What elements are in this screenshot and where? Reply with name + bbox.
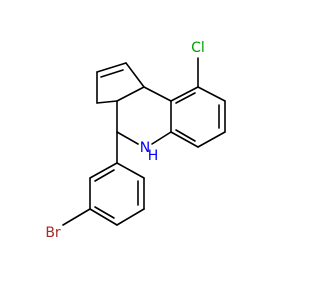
atom-label-nh-h: H xyxy=(148,148,159,164)
structure-diagram: Cl N H Br xyxy=(45,40,226,241)
bond-aromatic-inner-3 xyxy=(175,92,196,104)
atom-label-n: N xyxy=(140,140,150,156)
bond-cp-c3-c3a xyxy=(96,100,118,104)
bond-ring-c4-n xyxy=(116,131,139,145)
bond-c-br xyxy=(62,208,91,226)
bond-aromatic-6 xyxy=(170,86,199,102)
bond-ar2-4 xyxy=(89,208,118,226)
bond-ar2-3 xyxy=(116,208,145,226)
bond-ring-n-c5a xyxy=(151,131,172,145)
bond-ar2-1 xyxy=(116,162,145,179)
atom-label-br: Br xyxy=(45,225,61,241)
bond-ring-c9b-c3a xyxy=(116,86,145,102)
bond-aromatic-inner-2 xyxy=(175,129,196,142)
molecule-structure: Cl N H Br xyxy=(45,40,226,241)
bond-ar2-6 xyxy=(89,162,118,179)
bond-aromatic-4 xyxy=(170,131,199,148)
bond-ar2-inner-3 xyxy=(94,169,115,182)
bond-ar2-inner-2 xyxy=(94,206,115,219)
bond-cp-c1-c2 xyxy=(96,62,127,73)
bond-ring-c4a-c9b xyxy=(143,86,172,102)
atom-label-cl: Cl xyxy=(191,40,205,56)
bond-cp-c9b-c1 xyxy=(125,62,145,88)
bond-aromatic-1 xyxy=(197,86,226,102)
bond-cp-c1-c2-inner xyxy=(100,69,124,78)
bond-aromatic-3 xyxy=(197,131,226,148)
